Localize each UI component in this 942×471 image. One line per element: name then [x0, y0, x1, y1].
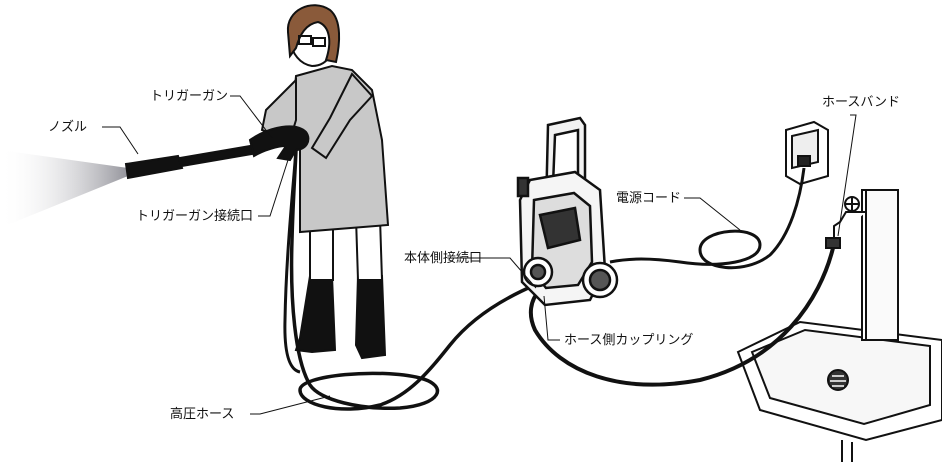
label-high-pressure-hose: 高圧ホース [170, 406, 234, 422]
pressure-washer-unit [516, 116, 619, 307]
sink-stand [736, 189, 942, 462]
operator-figure [260, 4, 390, 360]
leader-lines [102, 95, 857, 415]
trigger-gun-lance [124, 125, 310, 180]
faucet [825, 196, 866, 249]
label-body-port: 本体側接続口 [404, 250, 482, 266]
label-trigger-gun-port: トリガーガン接続口 [136, 208, 253, 224]
power-cord [609, 167, 806, 270]
supply-hose [528, 247, 835, 387]
label-power-cord: 電源コード [616, 191, 681, 206]
label-hose-coupling: ホース側カップリング [564, 333, 693, 348]
water-spray [0, 150, 128, 228]
high-pressure-hose-line [289, 149, 536, 411]
label-nozzle: ノズル [48, 119, 87, 135]
label-hose-band: ホースバンド [822, 95, 900, 110]
power-outlet [785, 120, 829, 186]
label-trigger-gun: トリガーガン [150, 89, 228, 104]
